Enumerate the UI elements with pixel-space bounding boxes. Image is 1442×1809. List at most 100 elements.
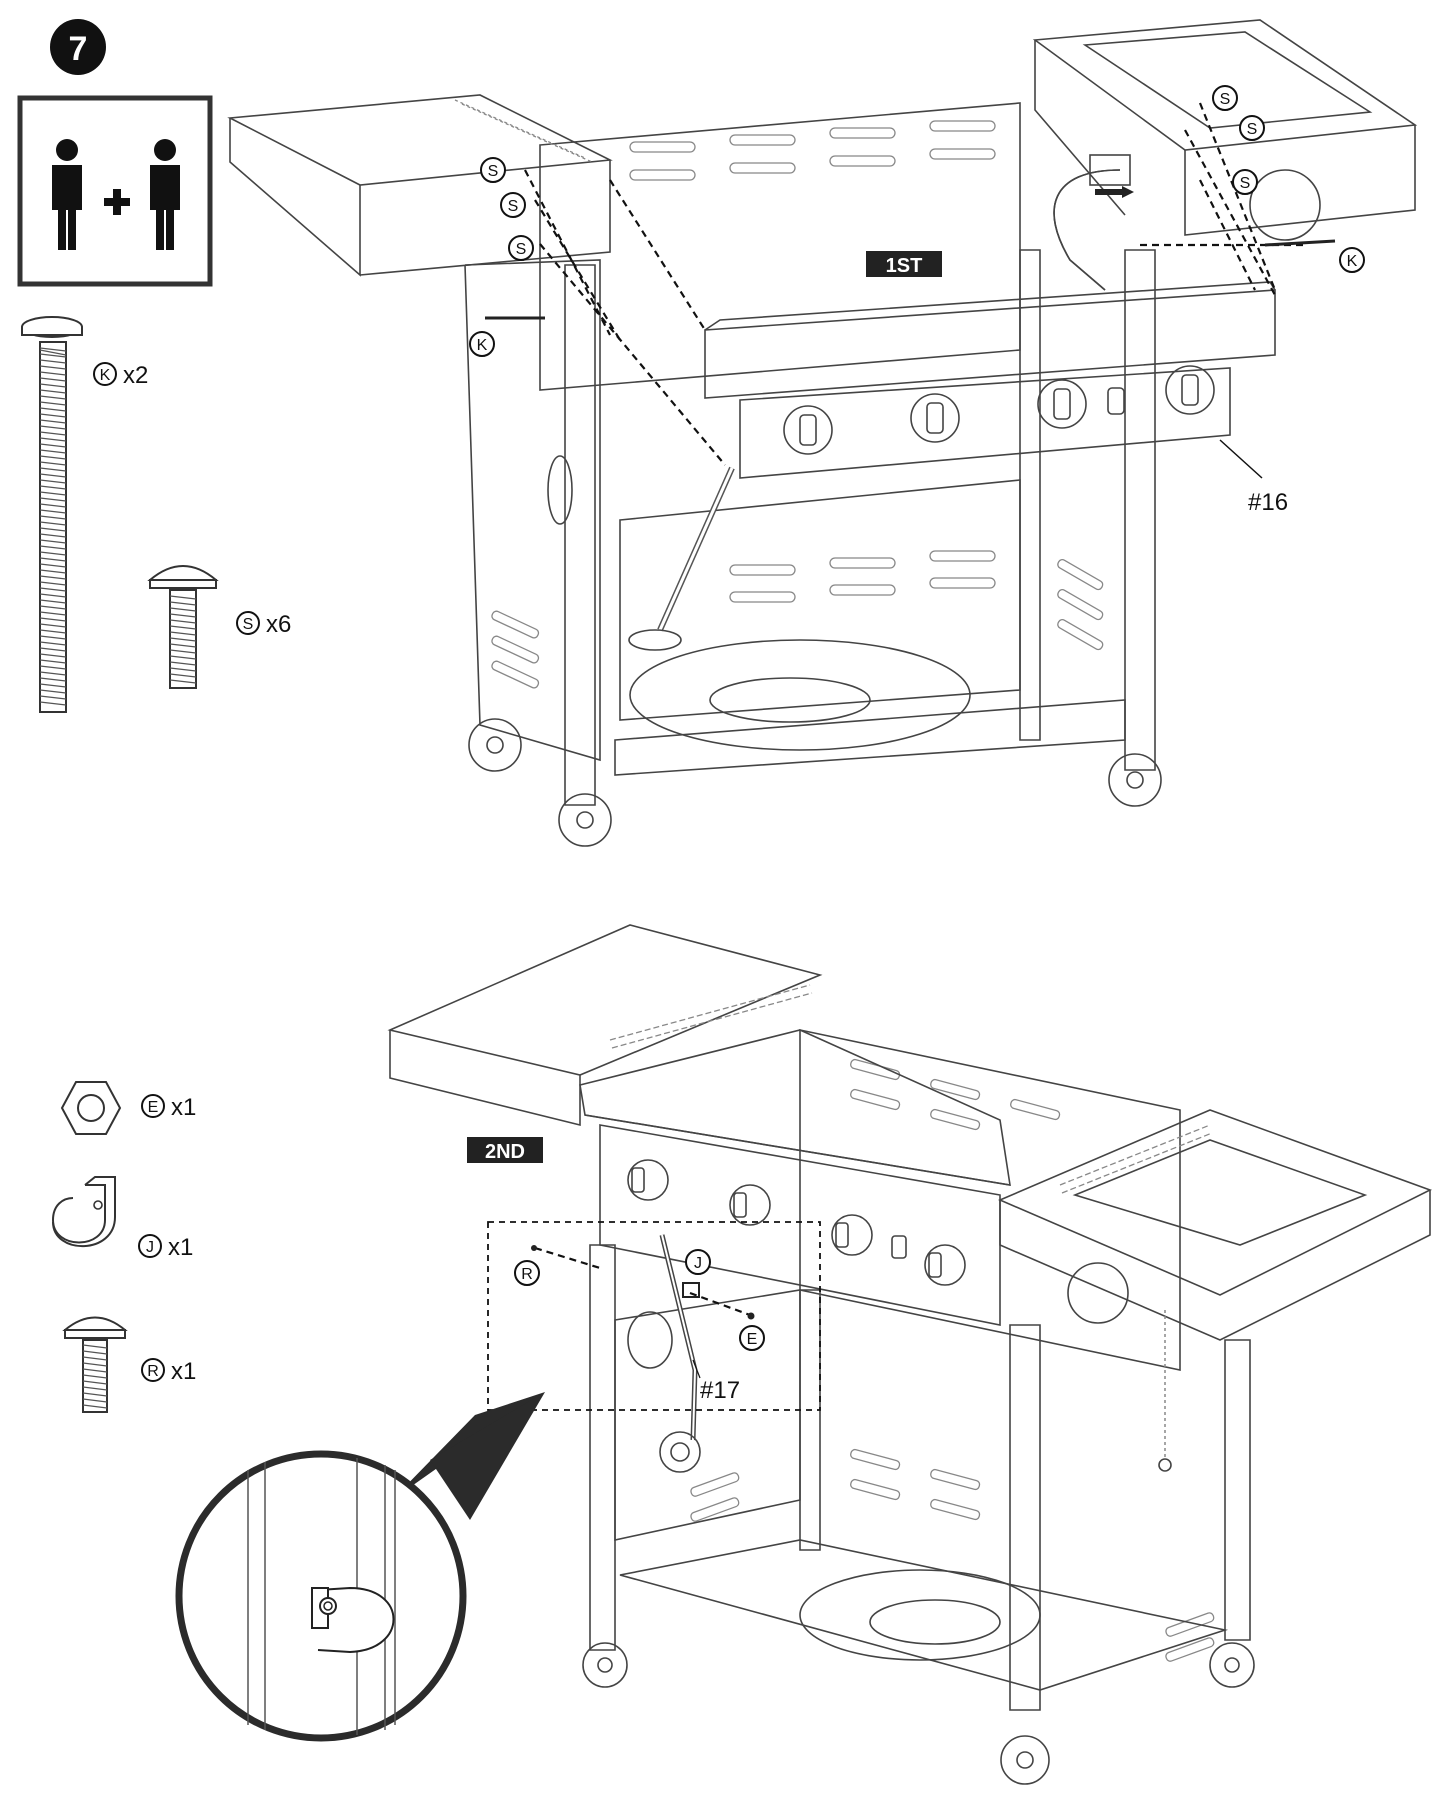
- svg-text:x1: x1: [171, 1094, 196, 1121]
- j-callout: J: [685, 1249, 711, 1275]
- thread-line: [39, 347, 67, 352]
- thread-line: [39, 593, 67, 598]
- thread-line: [39, 443, 67, 448]
- thread-line: [39, 623, 67, 628]
- hardware-r-callout: R x1: [141, 1358, 196, 1385]
- thread-line: [39, 671, 67, 676]
- svg-text:S: S: [1247, 121, 1258, 138]
- svg-text:S: S: [516, 241, 527, 258]
- thread-line: [82, 1350, 108, 1355]
- thread-line: [39, 419, 67, 424]
- thread-line: [169, 601, 197, 606]
- thread-line: [169, 613, 197, 618]
- thread-line: [39, 605, 67, 610]
- step2-tag: 2ND: [485, 1141, 525, 1163]
- thread-line: [39, 479, 67, 484]
- thread-line: [39, 689, 67, 694]
- thread-line: [39, 563, 67, 568]
- thread-line: [39, 521, 67, 526]
- thread-line: [169, 631, 197, 636]
- thread-line: [39, 683, 67, 688]
- thread-line: [39, 533, 67, 538]
- thread-line: [39, 635, 67, 640]
- grill-cart-step2: #17 R J E 2ND: [387, 924, 1433, 1785]
- thread-line: [39, 539, 67, 544]
- thread-line: [39, 485, 67, 490]
- thread-line: [169, 595, 197, 600]
- thread-line: [39, 659, 67, 664]
- thread-line: [39, 599, 67, 604]
- grill-cart-step1: #16 1ST S S S S S S K K: [227, 19, 1418, 847]
- thread-line: [39, 365, 67, 370]
- step-number-badge: 7: [50, 19, 106, 75]
- part-16-label: #16: [1248, 489, 1288, 516]
- hardware-s-qty: x6: [266, 611, 291, 638]
- e-callout: E: [739, 1325, 765, 1351]
- svg-text:x1: x1: [171, 1358, 196, 1385]
- thread-line: [82, 1392, 108, 1397]
- thread-line: [39, 551, 67, 556]
- thread-line: [82, 1380, 108, 1385]
- thread-line: [39, 437, 67, 442]
- step-number: 7: [69, 30, 88, 68]
- thread-line: [82, 1356, 108, 1361]
- thread-line: [82, 1398, 108, 1403]
- thread-line: [39, 449, 67, 454]
- hardware-k-letter: K: [100, 367, 111, 384]
- control-knobs: [783, 365, 1215, 455]
- hex-nut-icon: [60, 1081, 122, 1135]
- thread-line: [82, 1362, 108, 1367]
- thread-line: [39, 467, 67, 472]
- thread-line: [39, 509, 67, 514]
- thread-line: [39, 557, 67, 562]
- hardware-k-qty: x2: [123, 362, 148, 389]
- thread-line: [169, 625, 197, 630]
- clip-detail-magnifier: [175, 1392, 545, 1742]
- thread-line: [39, 611, 67, 616]
- thread-line: [39, 581, 67, 586]
- thread-line: [39, 425, 67, 430]
- svg-text:S: S: [488, 163, 499, 180]
- thread-line: [39, 383, 67, 388]
- thread-line: [169, 679, 197, 684]
- svg-text:R: R: [147, 1363, 159, 1380]
- svg-text:K: K: [1347, 253, 1358, 270]
- thread-line: [39, 431, 67, 436]
- step1-tag: 1ST: [886, 255, 923, 277]
- thread-line: [39, 413, 67, 418]
- hardware-s-letter: S: [243, 616, 254, 633]
- r-callout: R: [514, 1260, 540, 1286]
- hardware-j-callout: J x1: [138, 1234, 193, 1261]
- thread-line: [169, 619, 197, 624]
- hose-clip-icon: [51, 1176, 116, 1248]
- thread-line: [39, 677, 67, 682]
- thread-line: [169, 637, 197, 642]
- thread-line: [39, 395, 67, 400]
- svg-text:J: J: [694, 1255, 702, 1272]
- thread-line: [39, 515, 67, 520]
- thread-line: [169, 649, 197, 654]
- svg-text:K: K: [477, 337, 488, 354]
- thread-line: [169, 661, 197, 666]
- thread-line: [82, 1344, 108, 1349]
- thread-line: [39, 371, 67, 376]
- thread-line: [39, 665, 67, 670]
- thread-line: [39, 653, 67, 658]
- hardware-e-callout: E x1: [141, 1094, 196, 1121]
- thread-line: [82, 1404, 108, 1409]
- s-callout: S S S S S S: [480, 85, 1265, 261]
- thread-line: [39, 695, 67, 700]
- thread-line: [39, 545, 67, 550]
- part-17-label: #17: [700, 1377, 740, 1404]
- thread-line: [39, 461, 67, 466]
- thread-line: [39, 617, 67, 622]
- long-bolt-icon: [21, 316, 83, 713]
- svg-text:x1: x1: [168, 1234, 193, 1261]
- thread-line: [39, 575, 67, 580]
- thread-line: [39, 377, 67, 382]
- svg-text:R: R: [521, 1266, 533, 1283]
- svg-text:E: E: [747, 1331, 758, 1348]
- thread-line: [169, 667, 197, 672]
- svg-text:S: S: [1240, 175, 1251, 192]
- hardware-k-callout: K x2: [93, 362, 148, 389]
